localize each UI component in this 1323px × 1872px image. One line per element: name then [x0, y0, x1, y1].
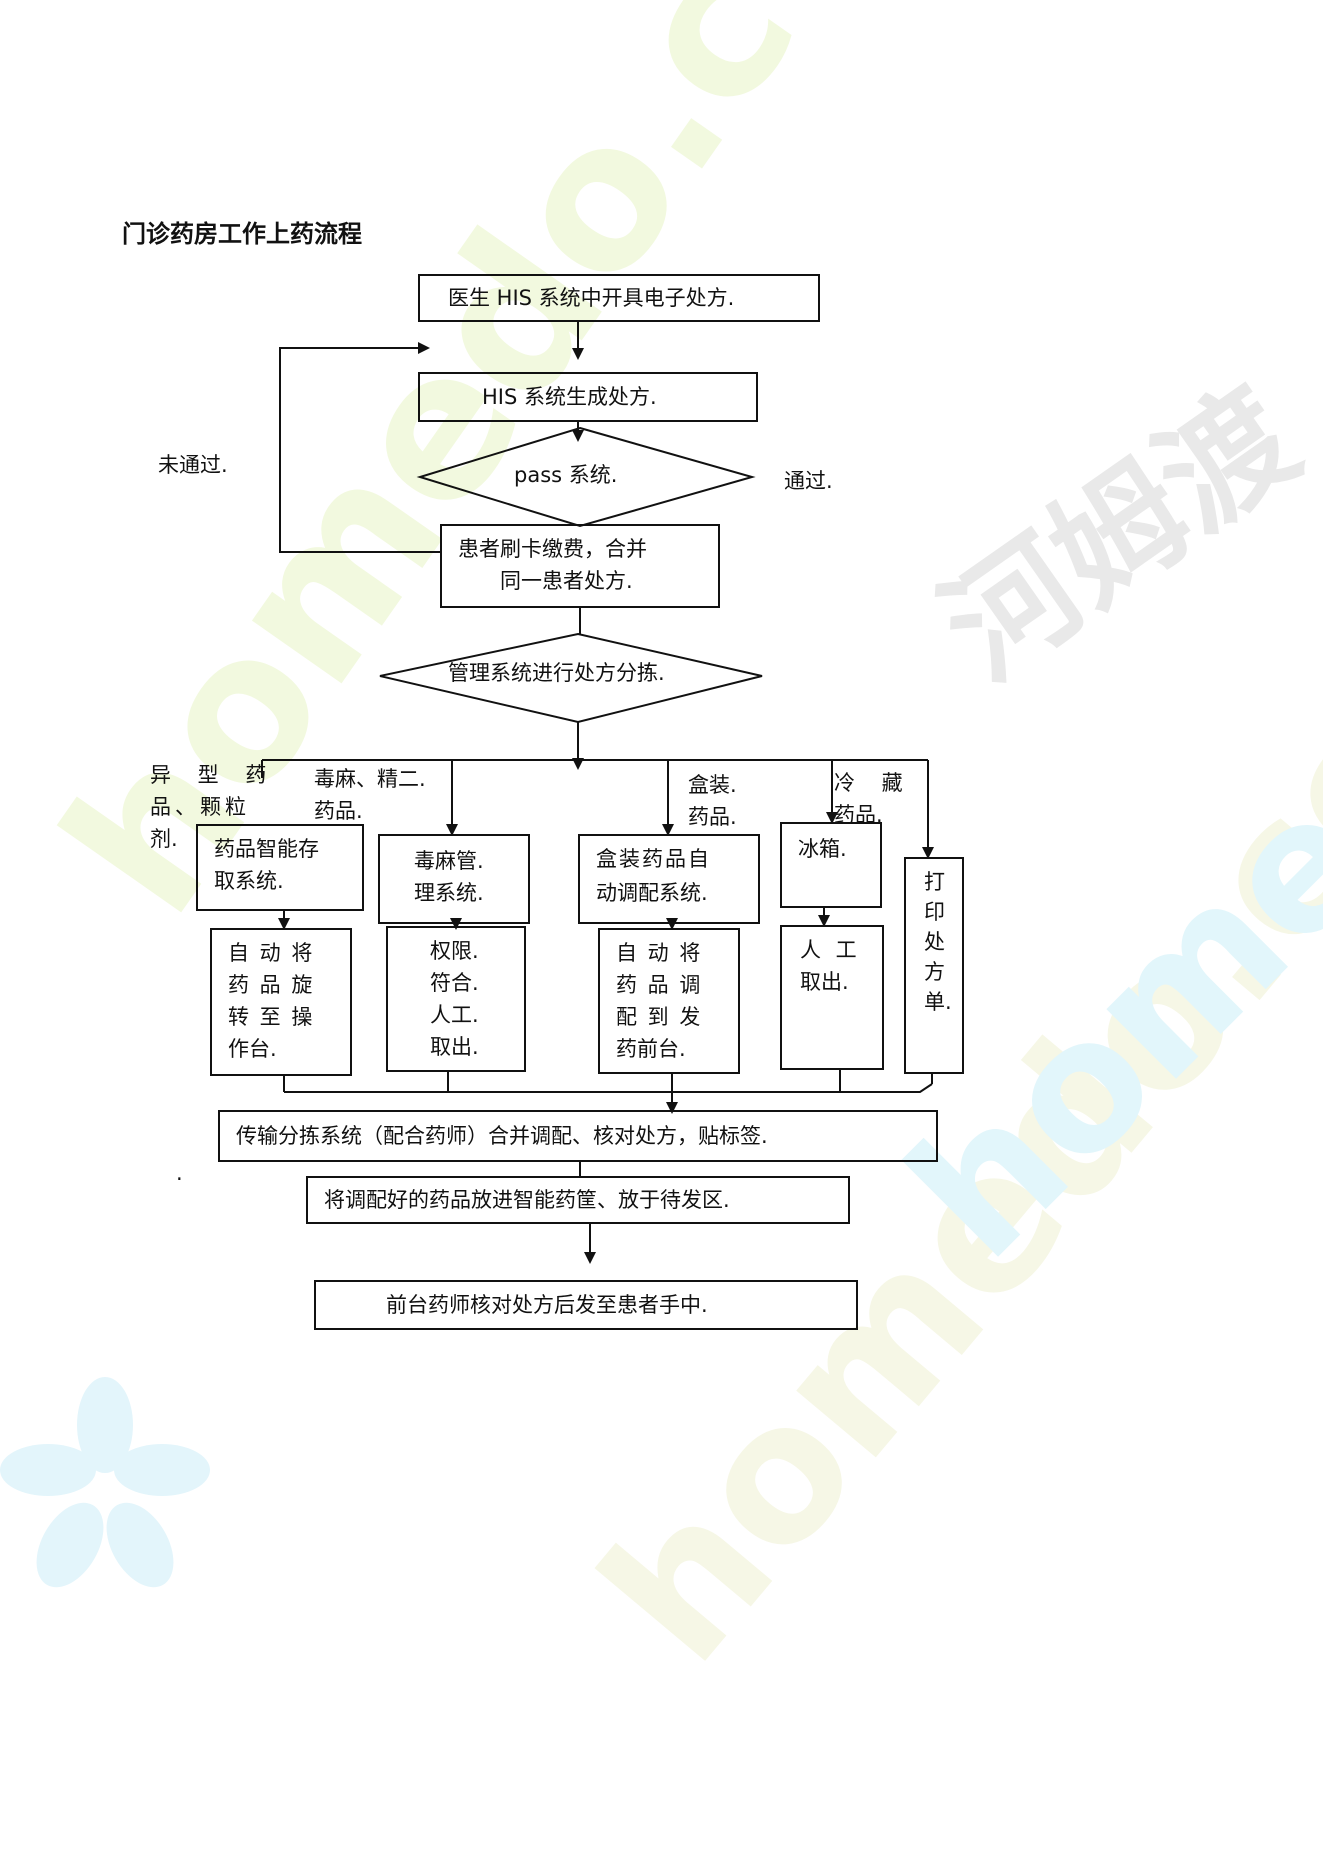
node-text: 取出.: [430, 1035, 479, 1059]
node-text: 取出.: [800, 970, 849, 994]
node-text: 医生 HIS 系统中开具电子处方.: [448, 286, 735, 310]
node-text: 理系统.: [414, 881, 484, 905]
node-doctor-prescription: 医生 HIS 系统中开具电子处方.: [418, 274, 820, 322]
label-cat1-line1: 异 型 药: [150, 763, 277, 787]
node-fridge: 冰箱.: [780, 822, 882, 908]
node-text: 符合.: [430, 971, 479, 995]
label-pass: 通过.: [784, 469, 833, 493]
sort-system-label: 管理系统进行处方分拣.: [448, 661, 665, 685]
node-text: 患者刷卡缴费，合并: [458, 537, 647, 561]
node-text: 取系统.: [214, 869, 284, 893]
node-print-prescription: 打 印 处 方 单.: [904, 857, 964, 1074]
node-payment-merge: 患者刷卡缴费，合并 同一患者处方.: [440, 524, 720, 608]
node-text: 人工.: [430, 1003, 479, 1027]
node-text: 药 品 旋: [228, 973, 315, 997]
node-text: 处: [924, 930, 945, 954]
label-fail: 未通过.: [158, 453, 228, 477]
line-collect: [284, 1083, 933, 1093]
node-text: 药前台.: [616, 1037, 686, 1061]
label-cat3-line1: 盒装.: [688, 773, 737, 797]
label-cat1-line3: 剂.: [150, 827, 178, 851]
node-front-desk: 前台药师核对处方后发至患者手中.: [314, 1280, 858, 1330]
label-cat4-line1: 冷 藏: [834, 771, 913, 795]
page-title: 门诊药房工作上药流程: [122, 219, 362, 248]
node-text: 毒麻管.: [414, 849, 484, 873]
node-transfer-sort: 传输分拣系统（配合药师）合并调配、核对处方，贴标签.: [218, 1110, 938, 1162]
label-cat3-line2: 药品.: [688, 805, 737, 829]
node-text: 盒装药品自: [596, 847, 711, 871]
diamond-pass: [416, 426, 756, 528]
node-text: HIS 系统生成处方.: [482, 385, 657, 409]
label-cat2-line1: 毒麻、精二.: [314, 767, 426, 791]
node-text: 作台.: [228, 1037, 277, 1061]
node-smart-storage: 药品智能存 取系统.: [196, 824, 364, 911]
node-auto-rotate: 自 动 将 药 品 旋 转 至 操 作台.: [210, 928, 352, 1076]
node-auto-to-counter: 自 动 将 药 品 调 配 到 发 药前台.: [598, 928, 740, 1074]
node-smart-basket: 将调配好的药品放进智能药筐、放于待发区.: [306, 1176, 850, 1224]
node-text: 单.: [924, 990, 952, 1014]
node-text: 打: [924, 870, 945, 894]
node-text: 人 工: [800, 938, 861, 962]
node-text: 将调配好的药品放进智能药筐、放于待发区.: [324, 1188, 730, 1212]
label-cat1-line2: 品、颗粒: [150, 795, 250, 819]
node-text: 权限.: [430, 939, 479, 963]
pass-system-label: pass 系统.: [514, 463, 618, 487]
node-text: 自 动 将: [228, 941, 315, 965]
node-manual-narcotic: 权限. 符合. 人工. 取出.: [386, 926, 526, 1072]
arrow-fail-loop: [279, 342, 440, 553]
node-text: 自 动 将: [616, 941, 703, 965]
label-cat2-line2: 药品.: [314, 799, 363, 823]
node-boxed-dispense: 盒装药品自 动调配系统.: [578, 834, 760, 924]
node-manual-fridge: 人 工 取出.: [780, 925, 884, 1070]
node-text: 药品智能存: [214, 837, 319, 861]
node-text: 传输分拣系统（配合药师）合并调配、核对处方，贴标签.: [236, 1124, 768, 1148]
node-text: 冰箱.: [798, 837, 847, 861]
node-text: 动调配系统.: [596, 881, 708, 905]
node-text: 转 至 操: [228, 1005, 315, 1029]
node-text: 药 品 调: [616, 973, 703, 997]
node-text: 配 到 发: [616, 1005, 703, 1029]
node-his-generate: HIS 系统生成处方.: [418, 372, 758, 422]
homedo-flower-logo-icon: [0, 1377, 210, 1588]
node-text: 前台药师核对处方后发至患者手中.: [386, 1293, 708, 1317]
node-text: 方: [924, 960, 945, 984]
stray-mark: .: [176, 1161, 183, 1185]
node-narcotic-system: 毒麻管. 理系统.: [378, 834, 530, 924]
node-text: 印: [924, 900, 945, 924]
node-text: 同一患者处方.: [500, 569, 633, 593]
